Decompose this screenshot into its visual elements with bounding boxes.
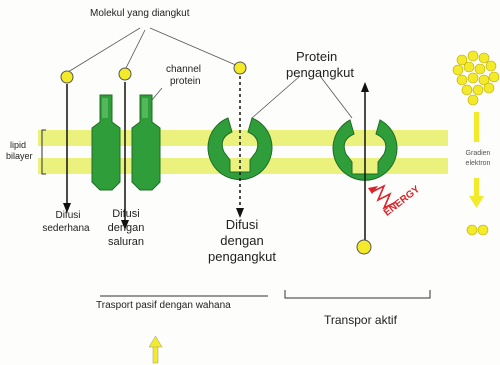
lipid-bilayer-label-1: lipid — [10, 140, 26, 150]
carrier-protein-label-1: Protein — [296, 50, 337, 65]
arrow-up-icon — [361, 82, 369, 92]
molecule-pair — [467, 225, 488, 235]
carrier-protein-label-2: pengangkut — [286, 66, 354, 81]
molecule — [119, 68, 131, 80]
channel-protein — [92, 68, 160, 230]
gradient-label-2: elektron — [458, 160, 498, 168]
channel-protein-label-1: channel — [166, 64, 201, 76]
carrier-protein-active — [333, 82, 397, 254]
passive-transport-label: Trasport pasif dengan wahana — [96, 300, 231, 312]
channel-diffusion-label-2: dengan — [104, 222, 148, 235]
channel-protein-label-2: protein — [170, 76, 201, 88]
molecule — [61, 71, 73, 83]
carrier-diffusion-label-3: pengangkut — [198, 250, 286, 265]
channel-diffusion-label-3: saluran — [104, 236, 148, 249]
simple-diffusion-label-2: sederhana — [38, 223, 94, 235]
transported-molecules-title: Molekul yang diangkut — [90, 8, 190, 20]
molecule — [357, 240, 371, 254]
up-arrow-icon — [149, 336, 162, 363]
active-bracket — [285, 290, 430, 298]
channel-diffusion-label-1: Difusi — [104, 208, 148, 221]
title-pointer-lines — [68, 28, 238, 72]
molecule-cluster — [453, 51, 499, 105]
gradient-label-1: Gradien — [458, 150, 498, 158]
carrier-diffusion-label-2: dengan — [210, 234, 274, 249]
simple-diffusion-label-1: Difusi — [46, 210, 90, 222]
lipid-bilayer-label-2: bilayer — [6, 151, 33, 161]
carrier-diffusion-label-1: Difusi — [210, 218, 274, 233]
active-transport-label: Transpor aktif — [324, 314, 397, 328]
molecule — [234, 62, 246, 74]
